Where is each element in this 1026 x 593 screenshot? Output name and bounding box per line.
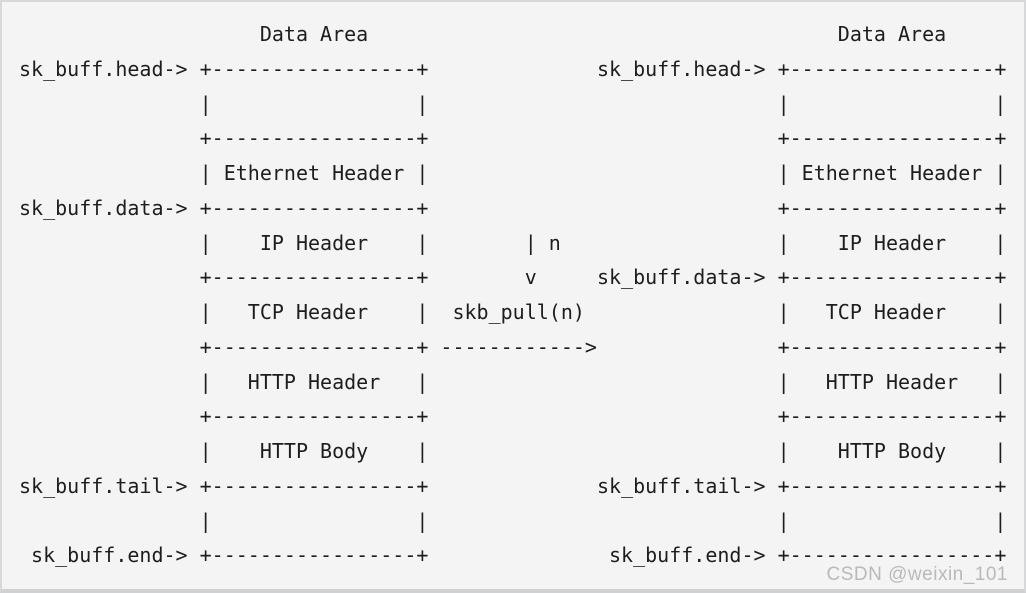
row-data-pointer-left: sk_buff.data-> +-----------------+ +----… [19, 195, 1007, 220]
ascii-art: Data Area Data Area sk_buff.head-> +-----… [2, 2, 1024, 573]
row-right-arrow: +-----------------+ ------------> +-----… [19, 334, 1007, 359]
csdn-watermark: CSDN @weixin_101 [826, 564, 1008, 585]
row-http-body: | HTTP Body | | HTTP Body | [19, 439, 1007, 463]
row-end-pointer: sk_buff.end-> +-----------------+ sk_buf… [19, 543, 1007, 568]
row-tailroom: | | | | [19, 508, 1007, 533]
row-ethernet-top-border: +-----------------+ +-----------------+ [19, 126, 1007, 151]
row-tcp-header-and-skb-pull: | TCP Header | skb_pull(n) | TCP Header … [19, 300, 1007, 324]
row-ethernet-header: | Ethernet Header | | Ethernet Header | [19, 161, 1007, 185]
row-tail-pointer: sk_buff.tail-> +-----------------+ sk_bu… [19, 473, 1007, 498]
row-http-header-bottom-border: +-----------------+ +-----------------+ [19, 404, 1007, 429]
row-data-area-titles: Data Area Data Area [19, 22, 947, 46]
row-http-header: | HTTP Header | | HTTP Header | [19, 369, 1007, 394]
row-down-arrow-and-data-pointer-right: +-----------------+ v sk_buff.data-> +--… [19, 265, 1007, 290]
row-headroom: | | | | [19, 91, 1007, 116]
row-ip-header-and-n-label: | IP Header | | n | IP Header | [19, 230, 1007, 255]
row-head-pointer: sk_buff.head-> +-----------------+ sk_bu… [19, 56, 1007, 81]
